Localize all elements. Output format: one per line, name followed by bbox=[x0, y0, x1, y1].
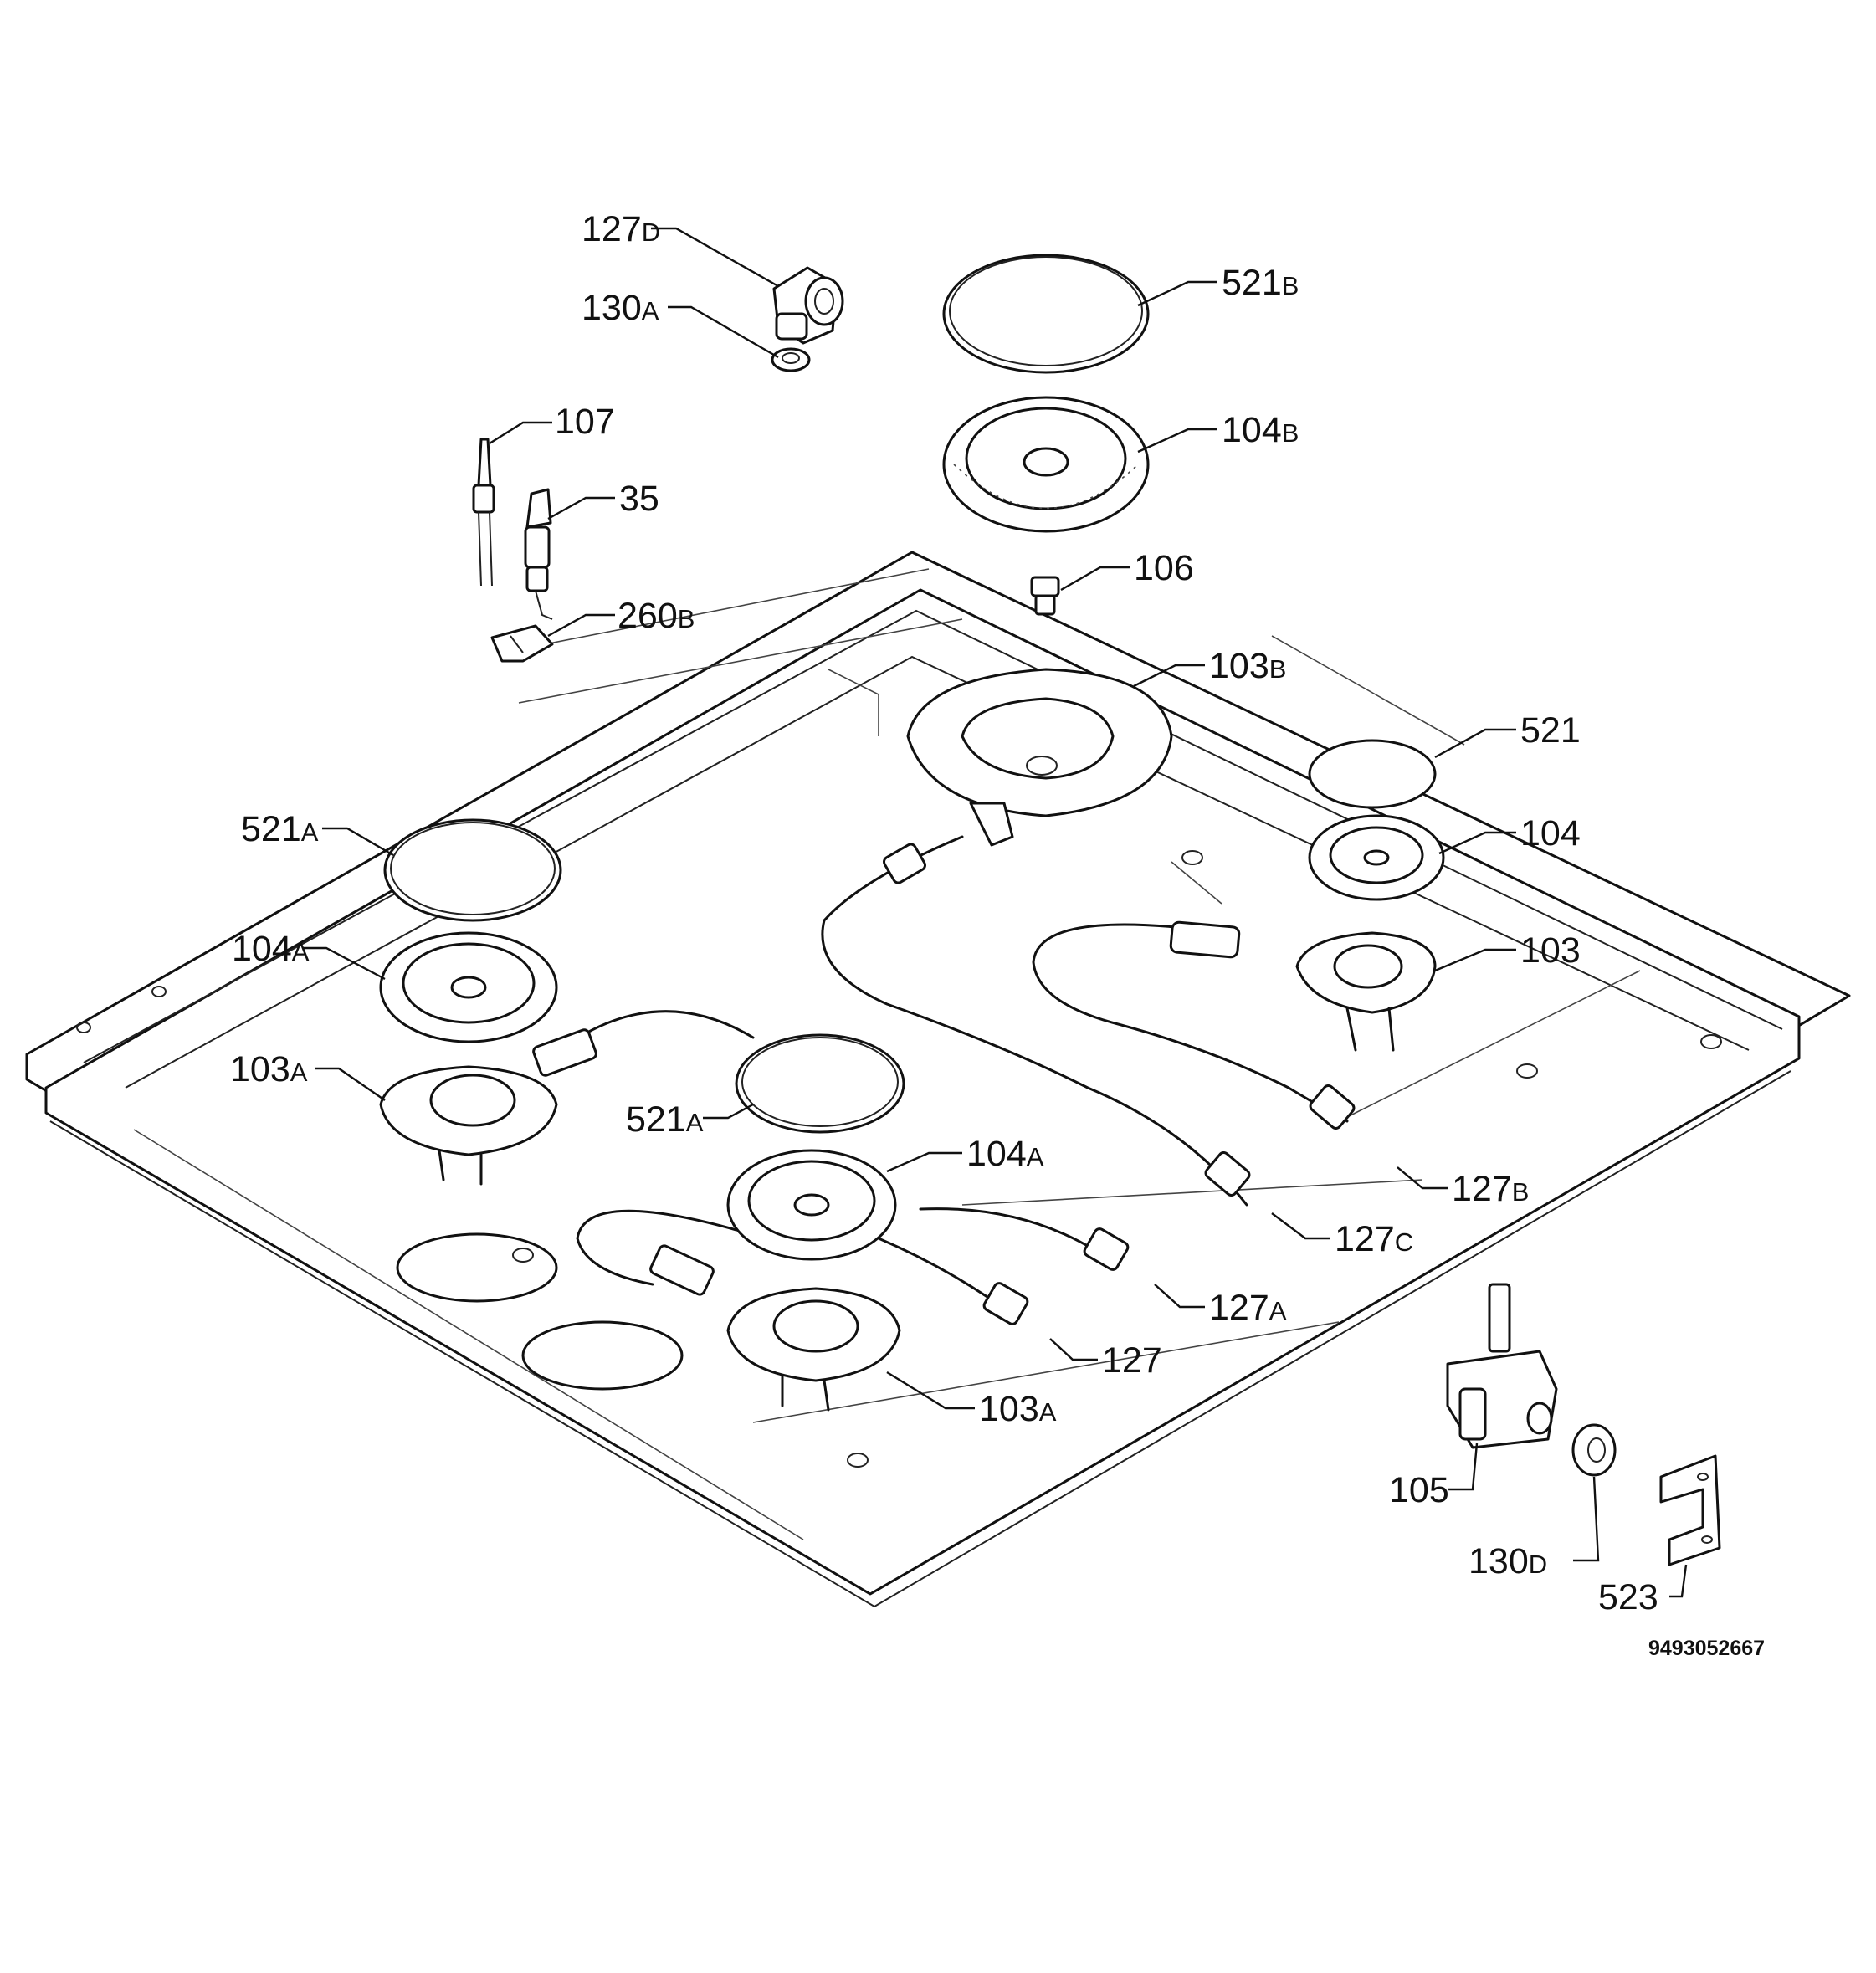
callout-107: 107 bbox=[555, 402, 615, 442]
part-523-bracket bbox=[1659, 1454, 1721, 1566]
callout-521A-mid: 521A bbox=[626, 1099, 704, 1140]
part-103-burner-body bbox=[1295, 931, 1437, 1052]
part-130D-seal bbox=[1571, 1423, 1617, 1477]
callout-521B: 521B bbox=[1222, 263, 1299, 303]
part-521B-cap bbox=[942, 254, 1150, 374]
part-104A-left-crown bbox=[379, 931, 558, 1043]
callout-521: 521 bbox=[1520, 710, 1581, 751]
callout-130A: 130A bbox=[582, 288, 659, 328]
callout-130D: 130D bbox=[1469, 1541, 1547, 1581]
part-103A-bottom-burner-body bbox=[726, 1287, 901, 1412]
callout-523: 523 bbox=[1598, 1577, 1658, 1617]
part-130A-washer bbox=[771, 347, 811, 372]
document-code: 9493052667 bbox=[1648, 1637, 1765, 1660]
callout-35: 35 bbox=[619, 479, 659, 519]
callout-127B: 127B bbox=[1452, 1169, 1529, 1209]
part-107-thermocouple bbox=[472, 438, 495, 587]
callout-103B: 103B bbox=[1209, 646, 1286, 686]
callout-104A-mid: 104A bbox=[966, 1134, 1044, 1174]
callout-105: 105 bbox=[1389, 1470, 1449, 1510]
callout-103A-left: 103A bbox=[230, 1049, 308, 1089]
callout-104A-left: 104A bbox=[232, 929, 310, 969]
callout-127: 127 bbox=[1102, 1340, 1162, 1381]
callout-103: 103 bbox=[1520, 930, 1581, 971]
gas-pipes bbox=[532, 835, 1356, 1325]
part-521-cap bbox=[1308, 739, 1437, 809]
callout-labels: 127D 130A 107 35 260B 521B 104B 106 103B… bbox=[230, 209, 1658, 1617]
part-521A-mid-cap bbox=[735, 1033, 905, 1134]
part-104-crown bbox=[1308, 814, 1445, 901]
callout-106: 106 bbox=[1134, 548, 1194, 588]
part-521A-left-cap bbox=[383, 818, 562, 922]
callout-104B: 104B bbox=[1222, 410, 1299, 450]
part-127D-elbow bbox=[772, 266, 844, 345]
callout-127C: 127C bbox=[1335, 1219, 1413, 1259]
part-104A-mid-crown bbox=[726, 1149, 897, 1261]
leader-lines bbox=[303, 227, 1688, 1598]
part-106-injector bbox=[1030, 576, 1060, 616]
part-104B-crown bbox=[942, 396, 1150, 533]
callout-260B: 260B bbox=[618, 596, 695, 636]
callout-104: 104 bbox=[1520, 813, 1581, 853]
part-103B-burner-body bbox=[906, 668, 1173, 847]
part-105-gas-tap bbox=[1446, 1283, 1558, 1449]
callout-521A-left: 521A bbox=[241, 809, 319, 849]
callout-127A: 127A bbox=[1209, 1288, 1287, 1328]
part-103A-left-burner-body bbox=[379, 1065, 558, 1186]
callout-103A-bottom: 103A bbox=[979, 1389, 1057, 1429]
part-35-spark-plug bbox=[524, 488, 553, 620]
part-260B-clip bbox=[490, 624, 554, 663]
callout-127D: 127D bbox=[582, 209, 660, 249]
